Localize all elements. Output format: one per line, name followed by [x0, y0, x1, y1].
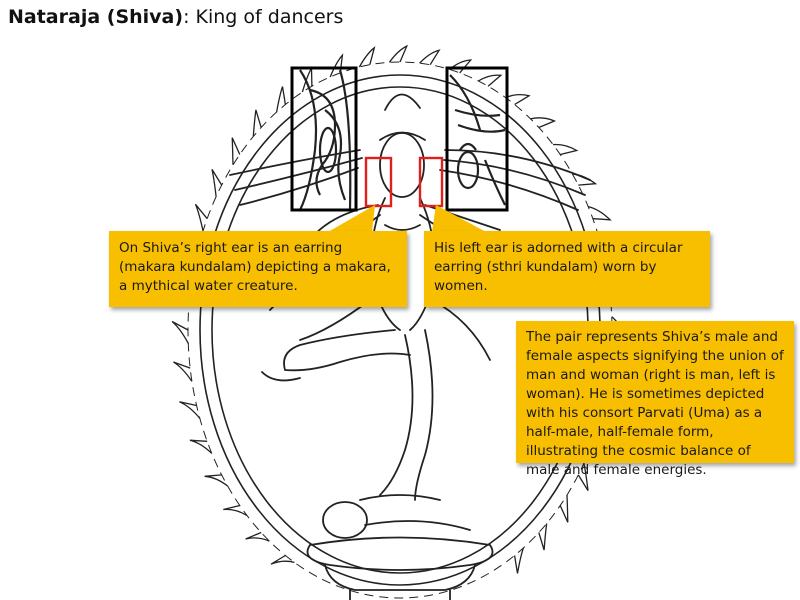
flame	[505, 93, 531, 106]
flame	[211, 169, 223, 197]
callout-left-ear: His left ear is adorned with a circular …	[424, 231, 710, 307]
callout-right-ear: On Shiva’s right ear is an earring (maka…	[109, 231, 407, 307]
left-ear-callout-pointer	[432, 205, 486, 232]
flame	[189, 439, 213, 454]
flame	[588, 205, 612, 221]
flame	[559, 495, 569, 523]
flame	[231, 137, 241, 165]
zoom-inset-left-ear	[445, 66, 509, 212]
flame	[223, 504, 248, 516]
flame	[530, 117, 557, 129]
flame	[204, 474, 228, 487]
flame	[252, 109, 262, 137]
title-rest: : King of dancers	[183, 6, 344, 28]
flame	[179, 401, 201, 419]
flame	[553, 143, 579, 156]
flame	[270, 554, 295, 565]
flame	[449, 59, 473, 74]
left-ear-highlight-box	[418, 156, 444, 208]
flame	[194, 203, 208, 232]
right-ear-callout-pointer	[328, 205, 375, 232]
flame	[477, 74, 503, 87]
callout-pair-meaning: The pair represents Shiva’s male and fem…	[516, 321, 794, 478]
right-ear-highlight-box	[364, 156, 393, 208]
flame	[388, 44, 409, 63]
flame	[171, 320, 189, 344]
title-bold: Nataraja (Shiva)	[8, 6, 184, 28]
flame	[275, 86, 287, 113]
page-title: Nataraja (Shiva): King of dancers	[8, 6, 343, 28]
flame	[419, 49, 441, 66]
flame	[538, 523, 548, 551]
zoom-inset-right-ear	[290, 66, 358, 212]
flame	[245, 531, 270, 542]
flame	[513, 547, 525, 574]
flame	[577, 463, 589, 491]
flame	[358, 46, 376, 68]
flame	[173, 361, 193, 382]
